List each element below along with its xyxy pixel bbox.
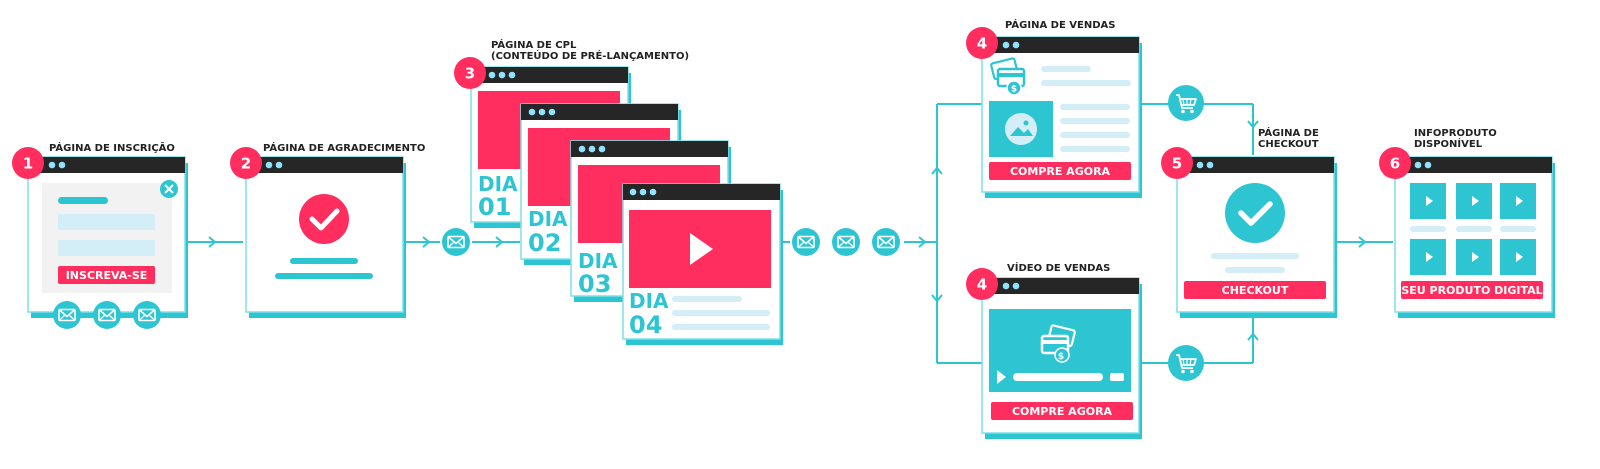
step-4b-number: 4: [977, 276, 987, 294]
day-number: 03: [578, 270, 611, 298]
step-1-label: PÁGINA DE INSCRIÇÃO: [49, 141, 175, 154]
video-tile[interactable]: [1500, 239, 1536, 275]
step-4b-label: VÍDEO DE VENDAS: [1007, 261, 1110, 274]
step-3-cpl-pages: PÁGINA DE CPL (CONTEÚDO DE PRÉ-LANÇAMENT…: [454, 38, 783, 345]
day-number: 02: [528, 229, 561, 257]
email-icon: [831, 227, 861, 257]
email-icon: [791, 227, 821, 257]
video-progress-bar[interactable]: [1013, 373, 1103, 381]
day-label: DIA: [578, 249, 618, 273]
step-3-label-line2: (CONTEÚDO DE PRÉ-LANÇAMENTO): [491, 49, 689, 62]
buy-now-button[interactable]: COMPRE AGORA: [989, 162, 1131, 180]
checkout-button-label: CHECKOUT: [1222, 284, 1289, 297]
step-6-label-line1: INFOPRODUTO: [1414, 128, 1497, 139]
email-icon: [132, 300, 162, 330]
cart-icon: [1167, 84, 1205, 122]
step-5-label-line1: PÁGINA DE: [1258, 126, 1319, 139]
email-icon: [441, 227, 471, 257]
step-4a-number: 4: [977, 35, 987, 53]
video-tile[interactable]: [1500, 183, 1536, 219]
signup-button-label: INSCREVA-SE: [66, 269, 148, 282]
step-2-thank-you-page: PÁGINA DE AGRADECIMENTO 2: [230, 141, 425, 318]
step-1-number: 1: [23, 155, 33, 173]
step-2-number: 2: [241, 155, 251, 173]
play-icon[interactable]: [690, 233, 713, 265]
fullscreen-button[interactable]: [1110, 373, 1124, 381]
day-label: DIA: [478, 172, 518, 196]
step-6-digital-product: INFOPRODUTO DISPONÍVEL SEU PRODUTO DIGIT…: [1379, 128, 1555, 318]
video-play-icon[interactable]: [997, 370, 1006, 384]
step-2-label: PÁGINA DE AGRADECIMENTO: [263, 141, 425, 154]
step-4a-label: PÁGINA DE VENDAS: [1005, 18, 1115, 31]
play-icon: [1472, 252, 1479, 262]
step-6-label-line2: DISPONÍVEL: [1414, 137, 1483, 150]
play-icon: [1426, 252, 1433, 262]
step-3-label-line1: PÁGINA DE CPL: [491, 38, 577, 51]
step-5-number: 5: [1172, 155, 1182, 173]
day-label: DIA: [528, 207, 568, 231]
video-tile[interactable]: [1410, 183, 1446, 219]
day-number: 01: [478, 193, 511, 221]
play-icon: [1426, 196, 1433, 206]
signup-button[interactable]: INSCREVA-SE: [58, 266, 155, 284]
video-tile[interactable]: [1410, 239, 1446, 275]
video-tile[interactable]: [1456, 239, 1492, 275]
step-4-sales-video: VÍDEO DE VENDAS $ COMPRE AGORA 4: [966, 261, 1142, 439]
step-6-number: 6: [1390, 155, 1400, 173]
digital-product-button-label: SEU PRODUTO DIGITAL: [1401, 284, 1542, 297]
tile-caption-bar: [1410, 226, 1446, 232]
buy-now-button[interactable]: COMPRE AGORA: [991, 402, 1133, 420]
checkout-button[interactable]: CHECKOUT: [1184, 281, 1326, 299]
step-5-label-line2: CHECKOUT: [1258, 139, 1319, 150]
buy-now-label: COMPRE AGORA: [1010, 165, 1111, 178]
flow-arrowheads: [208, 120, 1366, 341]
email-icon: [871, 227, 901, 257]
check-icon: [299, 194, 349, 244]
step-1-signup-page: PÁGINA DE INSCRIÇÃO INSCREVA-SE 1: [12, 141, 188, 330]
video-thumbnail-grid: [1410, 183, 1536, 275]
cart-icon: [1167, 344, 1205, 382]
check-icon: [1225, 183, 1285, 243]
video-tile[interactable]: [1456, 183, 1492, 219]
play-icon: [1516, 252, 1523, 262]
tile-caption-bar: [1500, 226, 1536, 232]
play-icon: [1472, 196, 1479, 206]
buy-now-label: COMPRE AGORA: [1012, 405, 1113, 418]
step-3-number: 3: [465, 65, 475, 83]
close-icon[interactable]: [160, 180, 178, 198]
email-icon: [52, 300, 82, 330]
money-card-icon: [1040, 324, 1076, 363]
step-5-checkout-page: PÁGINA DE CHECKOUT CHECKOUT 5: [1161, 126, 1337, 318]
email-icon: [92, 300, 122, 330]
tile-caption-bar: [1456, 226, 1492, 232]
day-label: DIA: [629, 289, 669, 313]
image-icon: [989, 101, 1053, 157]
day-number: 04: [629, 311, 662, 339]
digital-product-button[interactable]: SEU PRODUTO DIGITAL: [1401, 281, 1543, 299]
play-icon: [1516, 196, 1523, 206]
step-4-sales-page: PÁGINA DE VENDAS COMPRE AGORA 4: [966, 18, 1142, 198]
svg-text:$: $: [1058, 352, 1064, 362]
